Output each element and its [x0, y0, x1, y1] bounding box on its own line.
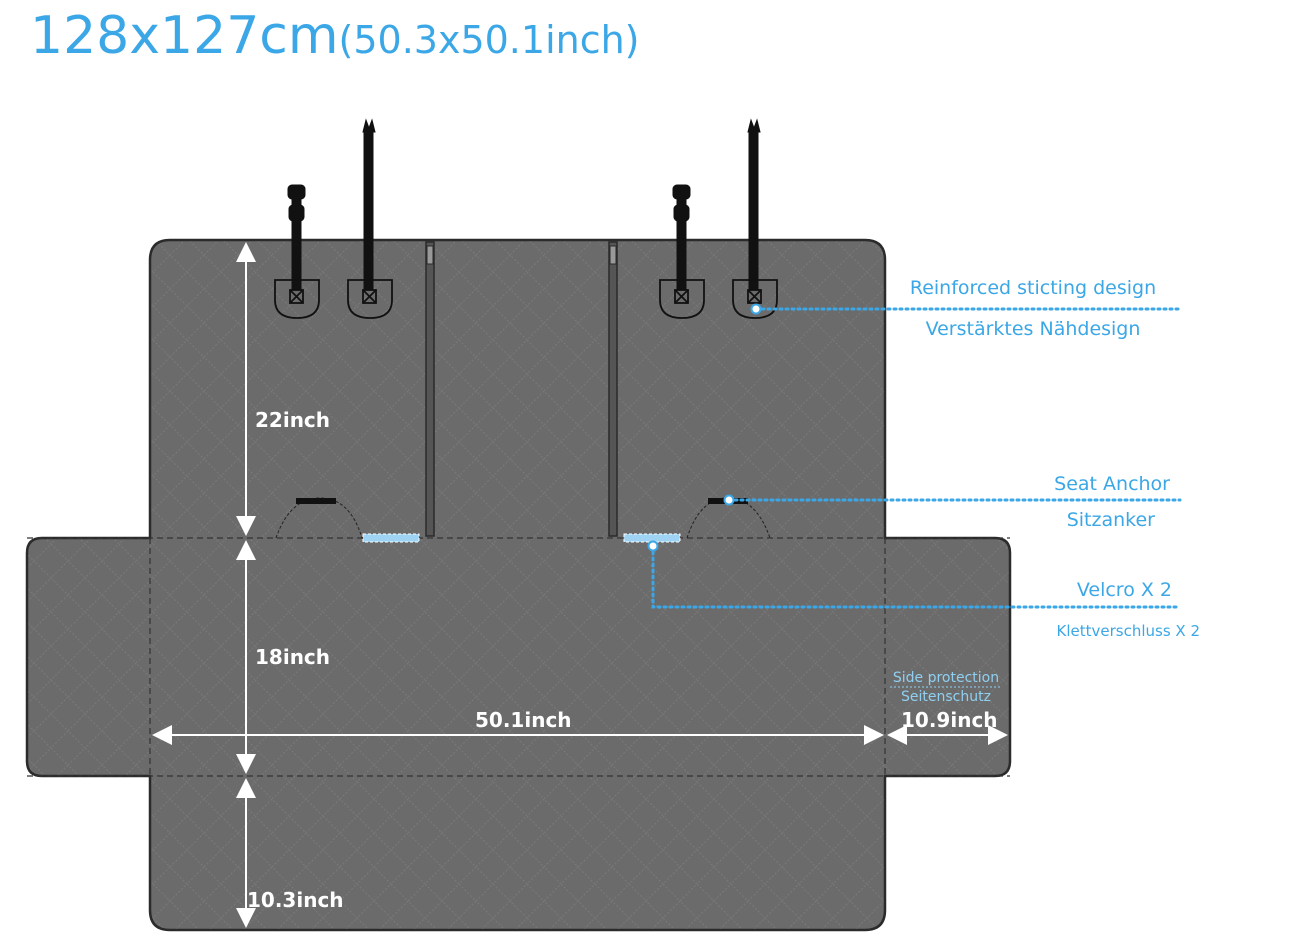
stitching-label-en: Reinforced sticting design — [910, 277, 1156, 299]
width-label: 50.1inch — [475, 708, 572, 732]
headrest-straps — [274, 118, 778, 319]
velcro-label-en: Velcro X 2 — [1077, 579, 1172, 601]
cover-body — [25, 238, 1012, 932]
middle-height-label: 18inch — [255, 645, 330, 669]
size-title: 128x127cm(50.3x50.1inch) — [30, 6, 640, 70]
anchor-label-en: Seat Anchor — [1054, 473, 1170, 495]
side-protection-en: Side protection — [893, 670, 999, 686]
strap-pockets — [274, 279, 778, 319]
side-width-label: 10.9inch — [901, 708, 998, 732]
anchor-label-de: Sitzanker — [1067, 509, 1155, 531]
dimension-arrows — [152, 242, 1008, 928]
size-inch: (50.3x50.1inch) — [338, 18, 640, 62]
size-cm: 128x127cm — [30, 6, 339, 66]
side-protection-de: Seitenschutz — [901, 689, 991, 705]
stitching-label-de: Verstärktes Nähdesign — [926, 318, 1141, 340]
callout-lines — [651, 307, 1182, 609]
zippers — [425, 241, 618, 537]
velcro-label-de: Klettverschluss X 2 — [1057, 622, 1201, 640]
top-height-label: 22inch — [255, 408, 330, 432]
fold-lines — [27, 537, 1010, 777]
bottom-height-label: 10.3inch — [247, 888, 344, 912]
callout-dots — [647, 303, 762, 552]
